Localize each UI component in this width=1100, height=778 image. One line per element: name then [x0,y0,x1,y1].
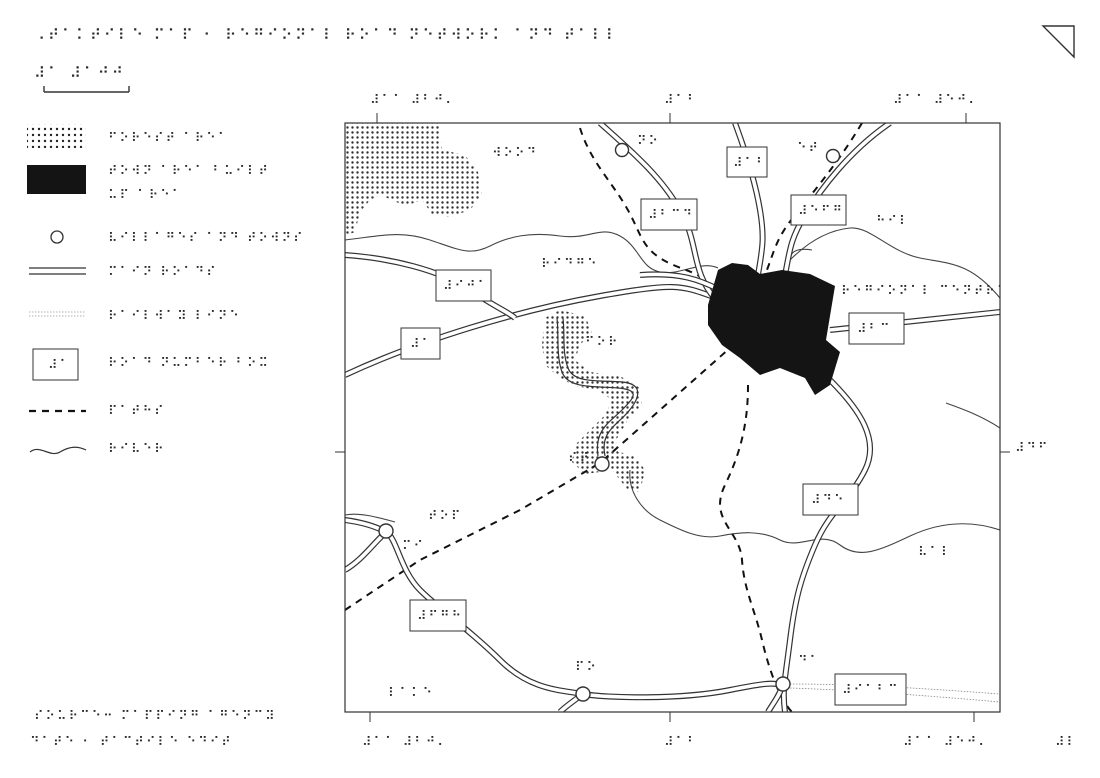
grid-label-right: ⠼⠙⠋ [1015,441,1050,456]
road-label-box [640,198,698,231]
river-bank [556,317,634,457]
path-line [764,123,863,276]
forest-river-label: ⠋⠕⠗ [585,335,620,350]
road-label-box [790,194,847,226]
grid-label-bottom-3: ⠼⠁⠁ ⠼⠑⠚⠄ [903,735,990,750]
road-number: ⠼⠑⠋⠛ [798,204,844,219]
legend-box-swatch [32,348,79,381]
village-circle-south [575,686,591,702]
road-label-box [726,146,768,178]
misc-label: ⠇⠁⠅⠑ [388,686,434,701]
corner-triangle-icon [1041,25,1075,59]
road-label-box [834,673,907,706]
railway-line [789,683,1000,695]
contour-line [789,227,1000,299]
legend-label-city-2: ⠥⠏ ⠁⠗⠑⠁ [108,188,183,203]
footnote-line-1: ⠎⠕⠥⠗⠉⠑⠒ ⠍⠁⠏⠏⠊⠝⠛ ⠁⠛⠑⠝⠉⠽ [34,709,277,724]
forest-area-north [345,123,482,236]
hill-label: ⠓⠊⠇ [876,214,911,229]
legend-river-swatch [29,446,87,455]
legend-village-swatch [50,230,64,244]
legend-city-swatch [27,165,86,194]
village-label: ⠑⠞ [797,141,820,156]
legend-label-rail: ⠗⠁⠊⠇⠺⠁⠽ ⠇⠊⠝⠑ [108,309,241,324]
village-circle-northeast [825,148,841,164]
legend-forest-swatch [27,124,86,148]
village-label: ⠝⠕ [637,134,660,149]
road-label-box [435,269,492,302]
path-line [579,127,713,289]
village-label: ⠍⠊ [402,539,425,554]
map-frame [344,122,1001,713]
grid-label-bottom-2: ⠼⠁⠃ [664,735,699,750]
footnote-line-2: ⠙⠁⠞⠑ ⠂ ⠞⠁⠉⠞⠊⠇⠑ ⠑⠙⠊⠞ [30,735,233,750]
grid-label-top-1: ⠼⠁⠁ ⠼⠃⠚⠄ [370,93,457,108]
legend-label-village: ⠧⠊⠇⠇⠁⠛⠑⠎ ⠁⠝⠙ ⠞⠕⠺⠝⠎ [108,231,305,246]
grid-label-bottom-extra: ⠼⠇ [1055,735,1078,750]
path-line [719,384,793,712]
legend-label-box: ⠗⠕⠁⠙ ⠝⠥⠍⠃⠑⠗ ⠃⠕⠭ [108,356,270,371]
road-label-box [400,327,441,360]
village-circle-west [378,523,394,539]
road-number: ⠼⠙⠑ [811,493,846,508]
road-number: ⠼⠊⠁⠃⠉ [842,683,900,698]
map-content: ⠼⠁⠃ ⠼⠃⠉⠙ ⠼⠑⠋⠛ ⠼⠊⠚⠁ ⠼⠁ ⠼⠃⠉ ⠼⠙⠑ ⠼⠋⠛⠓ ⠼⠊⠁⠃⠉… [345,123,1008,712]
contour-line [789,248,813,261]
road-label-box [848,312,905,345]
village-circle-center [594,456,610,472]
hill-label: ⠞⠕⠏ [428,509,463,524]
legend-label-river: ⠗⠊⠧⠑⠗ [108,442,166,457]
legend-label-forest: ⠋⠕⠗⠑⠎⠞ ⠁⠗⠑⠁ [108,131,229,146]
legend-label-path: ⠏⠁⠞⠓⠎ [108,404,166,419]
scale-label: ⠼⠁ ⠼⠁⠚⠚ [34,64,126,82]
village-label: ⠙⠁ [798,654,821,669]
village-circle-north [614,142,630,158]
railway-line [789,687,1000,703]
contour-line [945,402,1000,429]
road-number: ⠼⠁ [410,337,433,352]
road-label-box [802,483,859,516]
road-number: ⠼⠃⠉ [857,322,892,337]
map-title: ⠠⠞⠁⠅⠞⠊⠇⠑ ⠍⠁⠏ ⠂ ⠗⠑⠛⠊⠕⠝⠁⠇ ⠗⠕⠁⠙ ⠝⠑⠞⠺⠕⠗⠅ ⠁⠝⠙… [34,26,620,44]
legend-label-city: ⠞⠕⠺⠝ ⠁⠗⠑⠁ ⠃⠥⠊⠇⠞ [108,164,270,179]
legend: ⠋⠕⠗⠑⠎⠞ ⠁⠗⠑⠁ ⠞⠕⠺⠝ ⠁⠗⠑⠁ ⠃⠥⠊⠇⠞ ⠥⠏ ⠁⠗⠑⠁ ⠧⠊⠇⠇… [27,124,305,457]
hill-label: ⠗⠊⠙⠛⠑ [541,257,599,272]
village-label: ⠎⠞ [568,451,591,466]
contour-line [345,513,396,523]
forest-area-river [542,310,645,492]
river [562,317,639,457]
road-number: ⠼⠊⠚⠁ [443,279,489,294]
path-line [345,347,731,611]
grid-label-top-3: ⠼⠁⠁ ⠼⠑⠚⠄ [893,93,980,108]
village-label: ⠏⠕ [575,660,598,675]
grid-label-bottom-1: ⠼⠁⠁ ⠼⠃⠚⠄ [362,735,449,750]
road-number: ⠼⠁⠃ [733,156,768,171]
city-built-up-area [708,263,840,395]
city-label: ⠗⠑⠛⠊⠕⠝⠁⠇ ⠉⠑⠝⠞⠗⠑ [841,284,1008,299]
contour-line [345,231,719,274]
grid-label-top-2: ⠼⠁⠃ [664,93,699,108]
road-number: ⠼⠋⠛⠓ [417,609,463,624]
grid-ticks [335,113,1010,722]
road-number: ⠼⠃⠉⠙ [648,208,694,223]
village-circle-southeast [775,676,791,692]
forest-label: ⠺⠕⠕⠙ [492,146,538,161]
contour-line [629,469,1000,553]
legend-label-road: ⠍⠁⠊⠝ ⠗⠕⠁⠙⠎ [108,265,218,280]
road-label-box [409,599,467,632]
hill-label: ⠧⠁⠇ [918,545,953,560]
legend-box-inner: ⠼⠁ [48,358,71,373]
